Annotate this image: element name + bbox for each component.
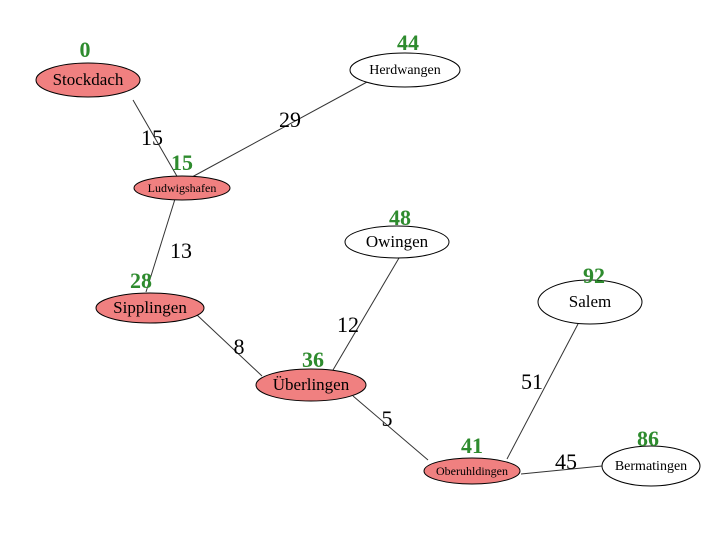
edge-weight-label: 15 <box>141 125 163 150</box>
distance-label-salem: 92 <box>583 263 605 288</box>
distance-label-stockdach: 0 <box>80 37 91 62</box>
node-sipplingen: Sipplingen <box>95 292 205 324</box>
node-label: Owingen <box>366 232 429 251</box>
node-label: Überlingen <box>273 375 350 394</box>
node-bermatingen: Bermatingen <box>601 445 701 487</box>
node-stockdach: Stockdach <box>35 62 141 98</box>
node-shape <box>601 445 701 487</box>
edge-stockdach-ludwigshafen <box>132 99 179 179</box>
edge-oberuhldingen-salem <box>506 323 579 460</box>
edge-weights-layer: 15 29 13 8 12 5 51 45 <box>141 107 577 474</box>
node-shape <box>35 62 141 98</box>
edges-layer <box>132 81 603 475</box>
node-ludwigshafen: Ludwigshafen <box>133 175 231 201</box>
node-shape <box>349 52 461 88</box>
edge-ueberlingen-oberuhldingen <box>352 395 429 461</box>
distance-label-sipplingen: 28 <box>130 268 152 293</box>
edge-weight-label: 8 <box>234 334 245 359</box>
edge-ueberlingen-owingen <box>332 257 400 371</box>
edge-weight-label: 13 <box>170 238 192 263</box>
node-salem: Salem <box>537 279 643 325</box>
edge-weight-label: 29 <box>279 107 301 132</box>
node-owingen: Owingen <box>344 225 450 259</box>
node-herdwangen: Herdwangen <box>349 52 461 88</box>
node-shape <box>344 225 450 259</box>
distance-label-oberuhldingen: 41 <box>461 433 483 458</box>
edge-ludwigshafen-herdwangen <box>191 81 368 178</box>
node-label: Oberuhldingen <box>436 464 508 478</box>
edge-weight-label: 51 <box>521 369 543 394</box>
edge-ludwigshafen-sipplingen <box>145 198 176 293</box>
node-label: Salem <box>569 292 612 311</box>
edge-oberuhldingen-bermatingen <box>520 465 603 475</box>
node-label: Sipplingen <box>113 298 187 317</box>
distance-label-ueberlingen: 36 <box>302 347 324 372</box>
distance-labels-layer: 0 44 15 48 28 92 36 41 86 <box>80 30 660 458</box>
node-shape <box>255 368 367 402</box>
edge-weight-label: 12 <box>337 312 359 337</box>
node-shape <box>95 292 205 324</box>
distance-label-bermatingen: 86 <box>637 426 659 451</box>
nodes-layer: Stockdach HerdwangenLudwigshafenOwingenSi… <box>35 52 701 487</box>
distance-label-ludwigshafen: 15 <box>171 150 193 175</box>
node-ueberlingen: Überlingen <box>255 368 367 402</box>
edge-weight-label: 45 <box>555 449 577 474</box>
edge-weight-label: 5 <box>382 406 393 431</box>
distance-label-owingen: 48 <box>389 205 411 230</box>
node-shape <box>423 457 521 485</box>
node-shape <box>537 279 643 325</box>
node-label: Herdwangen <box>369 63 441 78</box>
distance-label-herdwangen: 44 <box>397 30 419 55</box>
node-shape <box>133 175 231 201</box>
node-label: Bermatingen <box>615 459 687 474</box>
node-label: Ludwigshafen <box>148 181 217 195</box>
edge-sipplingen-ueberlingen <box>196 314 263 377</box>
node-label: Stockdach <box>53 70 124 89</box>
node-oberuhldingen: Oberuhldingen <box>423 457 521 485</box>
